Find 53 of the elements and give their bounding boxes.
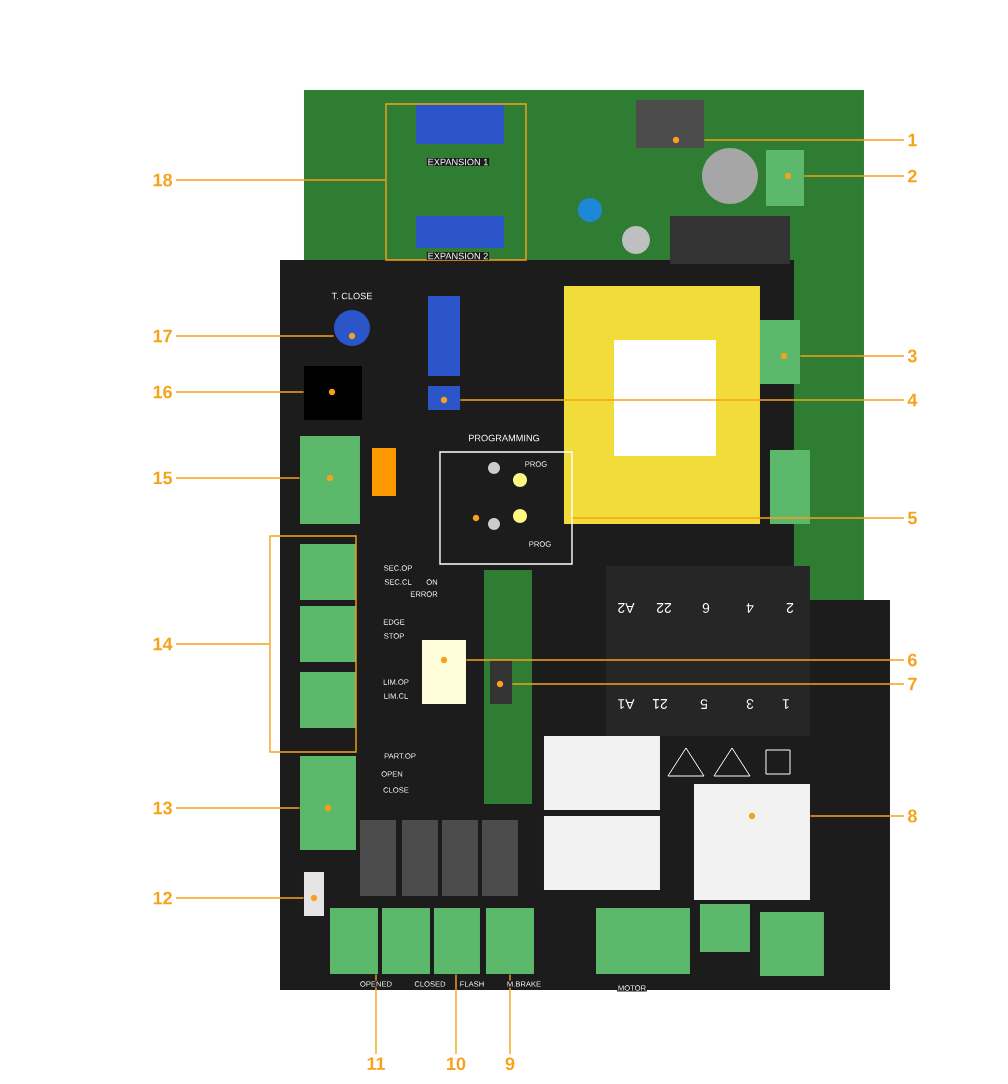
callout-bracket <box>385 103 527 261</box>
leader-line <box>175 477 301 479</box>
callout-number: 13 <box>153 801 172 815</box>
leader-line <box>175 807 301 809</box>
callout-number: 6 <box>908 653 917 667</box>
leader-line <box>509 973 511 1055</box>
leader-line <box>175 179 386 181</box>
terminal-block <box>300 756 356 850</box>
callout-number: 18 <box>153 173 173 187</box>
leader-line <box>803 175 905 177</box>
leader-line <box>459 399 905 401</box>
callout-number: 1 <box>908 133 917 147</box>
callout-number: 4 <box>907 393 918 407</box>
terminal-block <box>434 908 480 974</box>
leader-line <box>175 335 335 337</box>
leader-line <box>465 659 905 661</box>
callout-number: 8 <box>907 809 917 823</box>
callout-number: 15 <box>153 471 173 485</box>
leader-line <box>809 815 905 817</box>
callout-number: 10 <box>447 1057 466 1071</box>
terminal-block <box>330 908 378 974</box>
leader-line <box>703 139 905 141</box>
callout-number: 11 <box>367 1057 385 1070</box>
leader-line <box>175 897 305 899</box>
leader-line <box>799 355 905 357</box>
leader-line <box>375 973 377 1055</box>
callout-number: 12 <box>153 891 172 905</box>
leader-line <box>572 517 905 519</box>
connector-socket <box>422 640 466 704</box>
callout-number: 5 <box>907 511 917 525</box>
leader-line <box>175 391 305 393</box>
leader-line <box>511 683 905 685</box>
leader-line <box>175 643 270 645</box>
callout-number: 2 <box>908 169 917 183</box>
dip-switch <box>428 386 460 410</box>
terminal-block <box>300 436 360 524</box>
leader-line <box>455 973 457 1055</box>
terminal-block <box>486 908 534 974</box>
callout-bracket <box>269 535 357 753</box>
terminal-block <box>760 320 800 384</box>
callout-number: 9 <box>505 1057 515 1071</box>
relay <box>694 784 810 900</box>
rj-socket <box>304 366 362 420</box>
callout-number: 17 <box>153 329 172 343</box>
terminal-block <box>382 908 430 974</box>
potentiometer <box>334 310 370 346</box>
fuse-holder <box>636 100 704 148</box>
callout-number: 3 <box>907 349 917 363</box>
terminal-block <box>770 450 810 524</box>
callout-number: 14 <box>153 637 173 651</box>
terminal-block <box>766 150 804 206</box>
callout-number: 7 <box>908 677 917 691</box>
callout-number: 16 <box>153 385 172 399</box>
